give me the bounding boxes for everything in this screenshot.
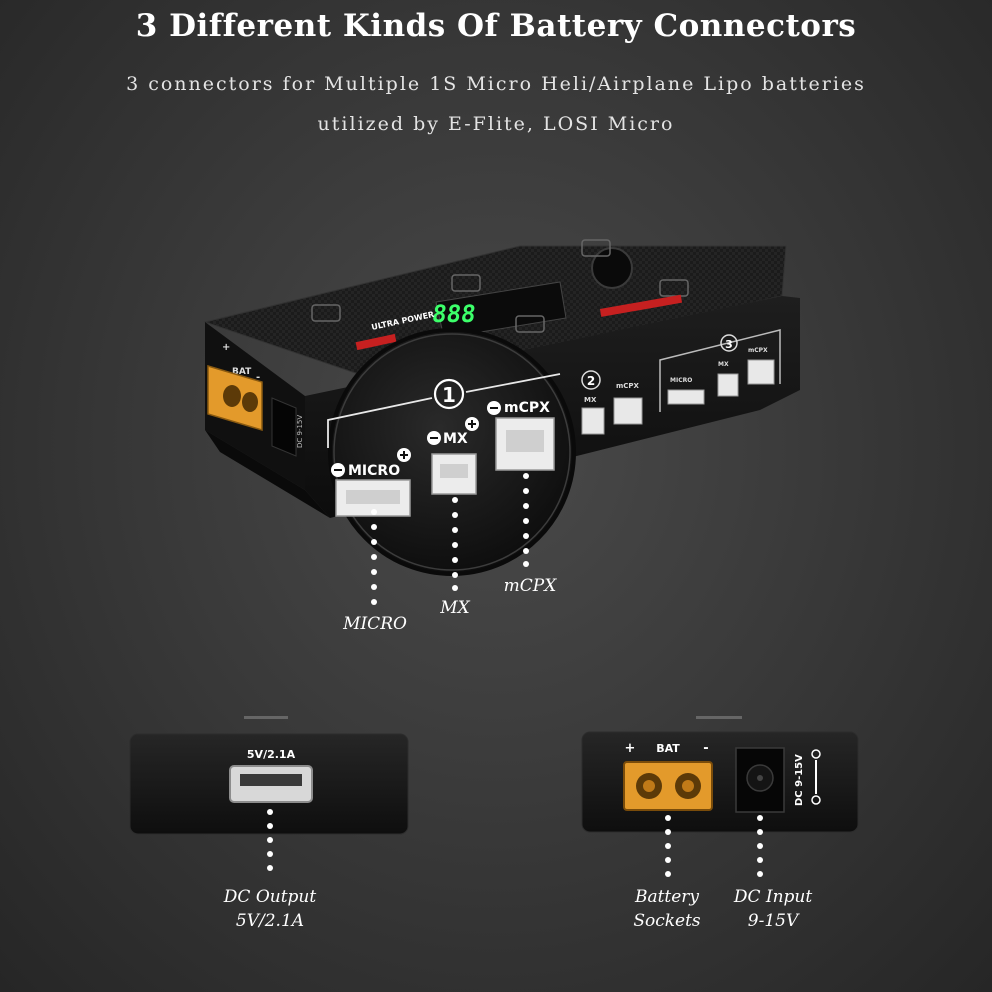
usb-output-view: 5V/2.1A <box>129 716 409 871</box>
group-2-mx-text: MX <box>584 396 597 404</box>
caption-dc-output: DC Output 5V/2.1A <box>200 885 340 933</box>
caption-dc-output-line2: 5V/2.1A <box>235 911 305 931</box>
caption-dc-input-line2: 9-15V <box>747 911 799 931</box>
input-plus-sign: + <box>625 741 636 756</box>
group-1-circle <box>433 378 465 410</box>
device-bottom-edge <box>205 430 330 518</box>
caption-mx: MX <box>440 598 470 618</box>
side-xt60-pin-1 <box>223 385 241 407</box>
led-display <box>435 281 567 339</box>
micro-minus-bar <box>334 469 342 471</box>
select-knob[interactable] <box>591 247 633 289</box>
caption-dc-input-line1: DC Input <box>733 887 813 907</box>
group-3-mcpx-port[interactable] <box>747 359 775 385</box>
caption-dc-input: DC Input 9-15V <box>718 885 828 933</box>
brand-stripe <box>355 333 397 351</box>
group-3-label: 3 <box>725 338 733 351</box>
group-3-bracket <box>659 329 781 412</box>
group-2-circle <box>581 370 601 390</box>
caption-battery-sockets: Battery Sockets <box>612 885 722 933</box>
group-3-mcpx-text: mCPX <box>748 347 768 354</box>
group-1-label: 1 <box>442 383 456 407</box>
group-2-mx-port[interactable] <box>581 407 605 435</box>
mcpx-leader <box>523 473 529 567</box>
dc-input-label: DC 9-15V <box>794 754 805 806</box>
group-3-micro-port[interactable] <box>667 389 705 405</box>
group-1-bracket-left <box>327 397 433 448</box>
top-button-2[interactable] <box>451 274 481 292</box>
usb-label: 5V/2.1A <box>247 748 296 761</box>
polarity-icon <box>811 749 821 759</box>
caption-mcpx: mCPX <box>503 576 557 596</box>
group-1-bracket-right <box>465 373 561 393</box>
magnifier-lens: 1 MICRO MX mCPX <box>327 328 576 576</box>
display-digits: 888 <box>430 300 477 328</box>
lens-rim <box>333 333 571 571</box>
mx-port-label: MX <box>443 431 468 447</box>
input-bat-label: BAT <box>656 742 680 755</box>
dc-input-leader <box>757 815 763 877</box>
micro-leader <box>371 509 377 605</box>
side-dc-label: DC 9-15V <box>296 415 304 448</box>
subtitle-line-1: 3 connectors for Multiple 1S Micro Heli/… <box>126 73 866 95</box>
group-2-mcpx-text: mCPX <box>616 382 640 390</box>
side-xt60-pin-2 <box>242 392 258 412</box>
side-plus-sign: + <box>222 342 230 353</box>
top-button-4[interactable] <box>581 239 611 257</box>
side-minus-sign: - <box>256 372 260 383</box>
side-dc-jack[interactable] <box>271 397 297 457</box>
page-title: 3 Different Kinds Of Battery Connectors <box>135 8 857 44</box>
subtitle-line-2: utilized by E-Flite, LOSI Micro <box>317 113 675 135</box>
group-3-mx-port[interactable] <box>717 373 739 397</box>
mx-leader <box>452 497 458 591</box>
battery-leader <box>665 815 671 877</box>
group-2-mcpx-port[interactable] <box>613 397 643 425</box>
side-bat-label: BAT <box>232 367 252 377</box>
mcpx-port-label: mCPX <box>504 400 550 416</box>
caption-battery-line1: Battery <box>634 887 700 907</box>
group-3-circle <box>720 334 738 352</box>
top-button-1[interactable] <box>311 304 341 322</box>
input-view: + BAT - DC 9-15V <box>581 716 859 877</box>
group-2-label: 2 <box>587 374 595 388</box>
usb-leader <box>267 809 273 871</box>
caption-battery-line2: Sockets <box>633 911 701 931</box>
leader-lines-main <box>371 473 529 605</box>
group-3-mx-text: MX <box>718 361 729 368</box>
caption-dc-output-line1: DC Output <box>223 887 317 907</box>
top-button-3[interactable] <box>515 315 545 333</box>
brand-stripe-right <box>599 294 683 317</box>
group-3-micro-text: MICRO <box>670 377 692 384</box>
caption-micro: MICRO <box>343 614 407 634</box>
input-minus-sign: - <box>703 741 708 756</box>
micro-port-label: MICRO <box>348 463 400 479</box>
